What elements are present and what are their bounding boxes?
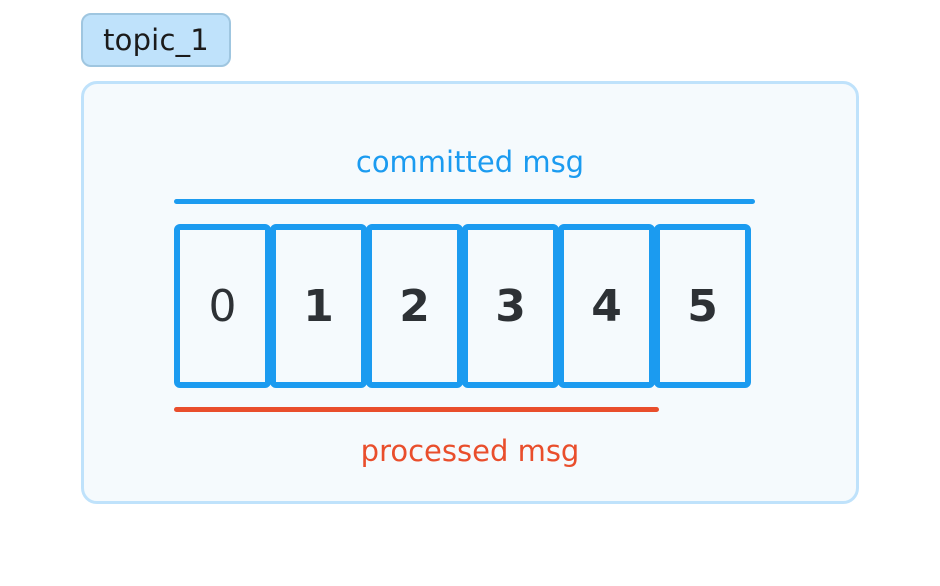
message-cell-3: 3 bbox=[462, 224, 559, 388]
message-cell-5: 5 bbox=[654, 224, 751, 388]
message-cell-0: 0 bbox=[174, 224, 271, 388]
message-cell-2: 2 bbox=[366, 224, 463, 388]
message-cells: 0 1 2 3 4 5 bbox=[174, 224, 751, 388]
processed-bar bbox=[174, 407, 659, 412]
topic-badge: topic_1 bbox=[81, 13, 231, 67]
message-cell-1: 1 bbox=[270, 224, 367, 388]
message-cell-4: 4 bbox=[558, 224, 655, 388]
processed-label: processed msg bbox=[360, 434, 580, 468]
committed-label: committed msg bbox=[355, 145, 585, 179]
committed-bar bbox=[174, 199, 755, 204]
